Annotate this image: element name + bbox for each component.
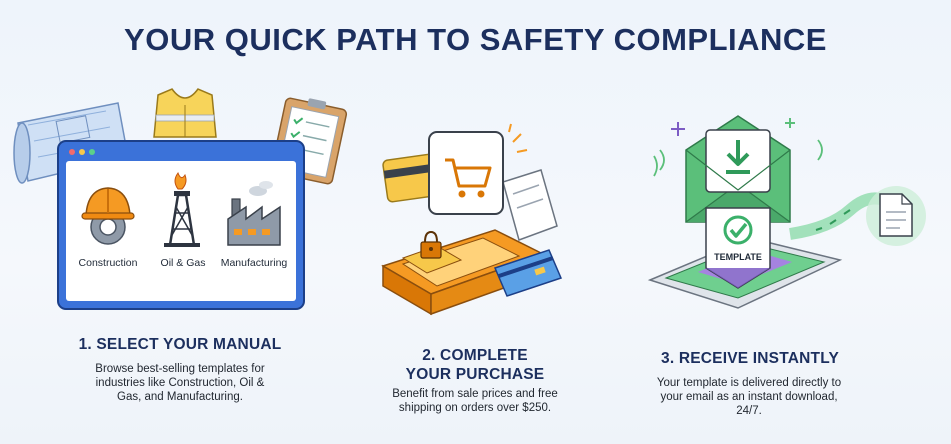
step-1-illustration: Construction Oil & Gas Manufacturing — [13, 88, 348, 310]
download-icon — [726, 140, 750, 174]
receipt-icon — [502, 169, 558, 241]
document-icon — [866, 186, 926, 246]
step-2-description: Benefit from sale prices and free shippi… — [392, 388, 558, 414]
industry-label-manufacturing: Manufacturing — [221, 257, 288, 269]
hard-hat-gear-icon — [81, 187, 135, 245]
template-badge-label: TEMPLATE — [714, 252, 762, 262]
industry-label-construction: Construction — [79, 257, 138, 269]
step-3-illustration: TEMPLATE — [647, 115, 926, 309]
card-in-slot — [493, 249, 563, 297]
oil-derrick-icon — [164, 171, 200, 247]
page-title: YOUR QUICK PATH TO SAFETY COMPLIANCE — [124, 22, 827, 57]
step-1-description: Browse best-selling templates for indust… — [95, 363, 265, 403]
industry-label-oil-gas: Oil & Gas — [161, 257, 206, 269]
safety-vest-icon — [153, 88, 217, 138]
step-2-title: 2. COMPLETE YOUR PURCHASE — [370, 346, 580, 384]
step-3-description: Your template is delivered directly to y… — [656, 377, 842, 417]
shopping-cart-icon — [428, 123, 528, 215]
padlock-icon — [401, 230, 463, 274]
step-2-illustration — [381, 123, 563, 316]
factory-icon — [227, 181, 281, 246]
envelope-icon — [685, 115, 791, 223]
step-2-title-line2: YOUR PURCHASE — [405, 366, 545, 383]
step-1-title: 1. SELECT YOUR MANUAL — [78, 336, 282, 353]
step-3-title: 3. RECEIVE INSTANTLY — [661, 350, 839, 367]
checkmark-icon — [723, 215, 753, 245]
template-badge — [705, 207, 771, 289]
step-2-title-line1: 2. COMPLETE — [422, 347, 528, 364]
